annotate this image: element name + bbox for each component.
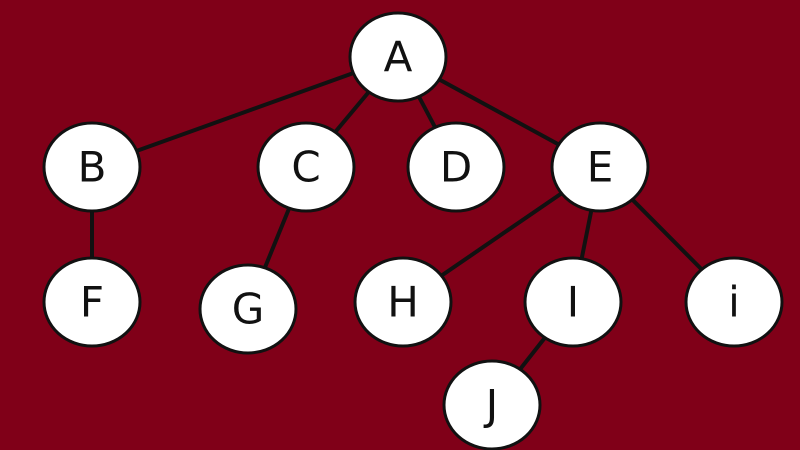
node-label: E (587, 143, 614, 192)
tree-node-F: F (42, 256, 142, 348)
tree-node-B: B (42, 121, 142, 213)
node-label: B (78, 143, 107, 192)
node-label: i (728, 278, 740, 327)
tree-node-I: I (523, 256, 623, 348)
node-label: J (483, 381, 498, 430)
node-circle (348, 11, 448, 103)
node-label: A (384, 33, 413, 82)
node-circle (406, 121, 506, 213)
tree-node-E: E (550, 121, 650, 213)
tree-node-C: C (256, 121, 356, 213)
node-label: C (291, 143, 320, 192)
node-circle (550, 121, 650, 213)
node-circle (684, 256, 784, 348)
tree-node-J: J (442, 359, 542, 450)
tree-node-A: A (348, 11, 448, 103)
tree-node-H: H (353, 256, 453, 348)
node-circle (42, 256, 142, 348)
node-label: H (387, 278, 419, 327)
node-circle (523, 256, 623, 348)
tree-node-i: i (684, 256, 784, 348)
node-circle (442, 359, 542, 450)
node-circle (353, 256, 453, 348)
node-circle (256, 121, 356, 213)
edge-A-B (90, 55, 400, 169)
tree-node-G: G (198, 263, 298, 355)
node-circle (198, 263, 298, 355)
node-label: F (80, 278, 104, 327)
node-label: D (440, 143, 472, 192)
tree-node-D: D (406, 121, 506, 213)
node-circle (42, 121, 142, 213)
node-label: I (567, 278, 579, 327)
node-label: G (232, 285, 265, 334)
